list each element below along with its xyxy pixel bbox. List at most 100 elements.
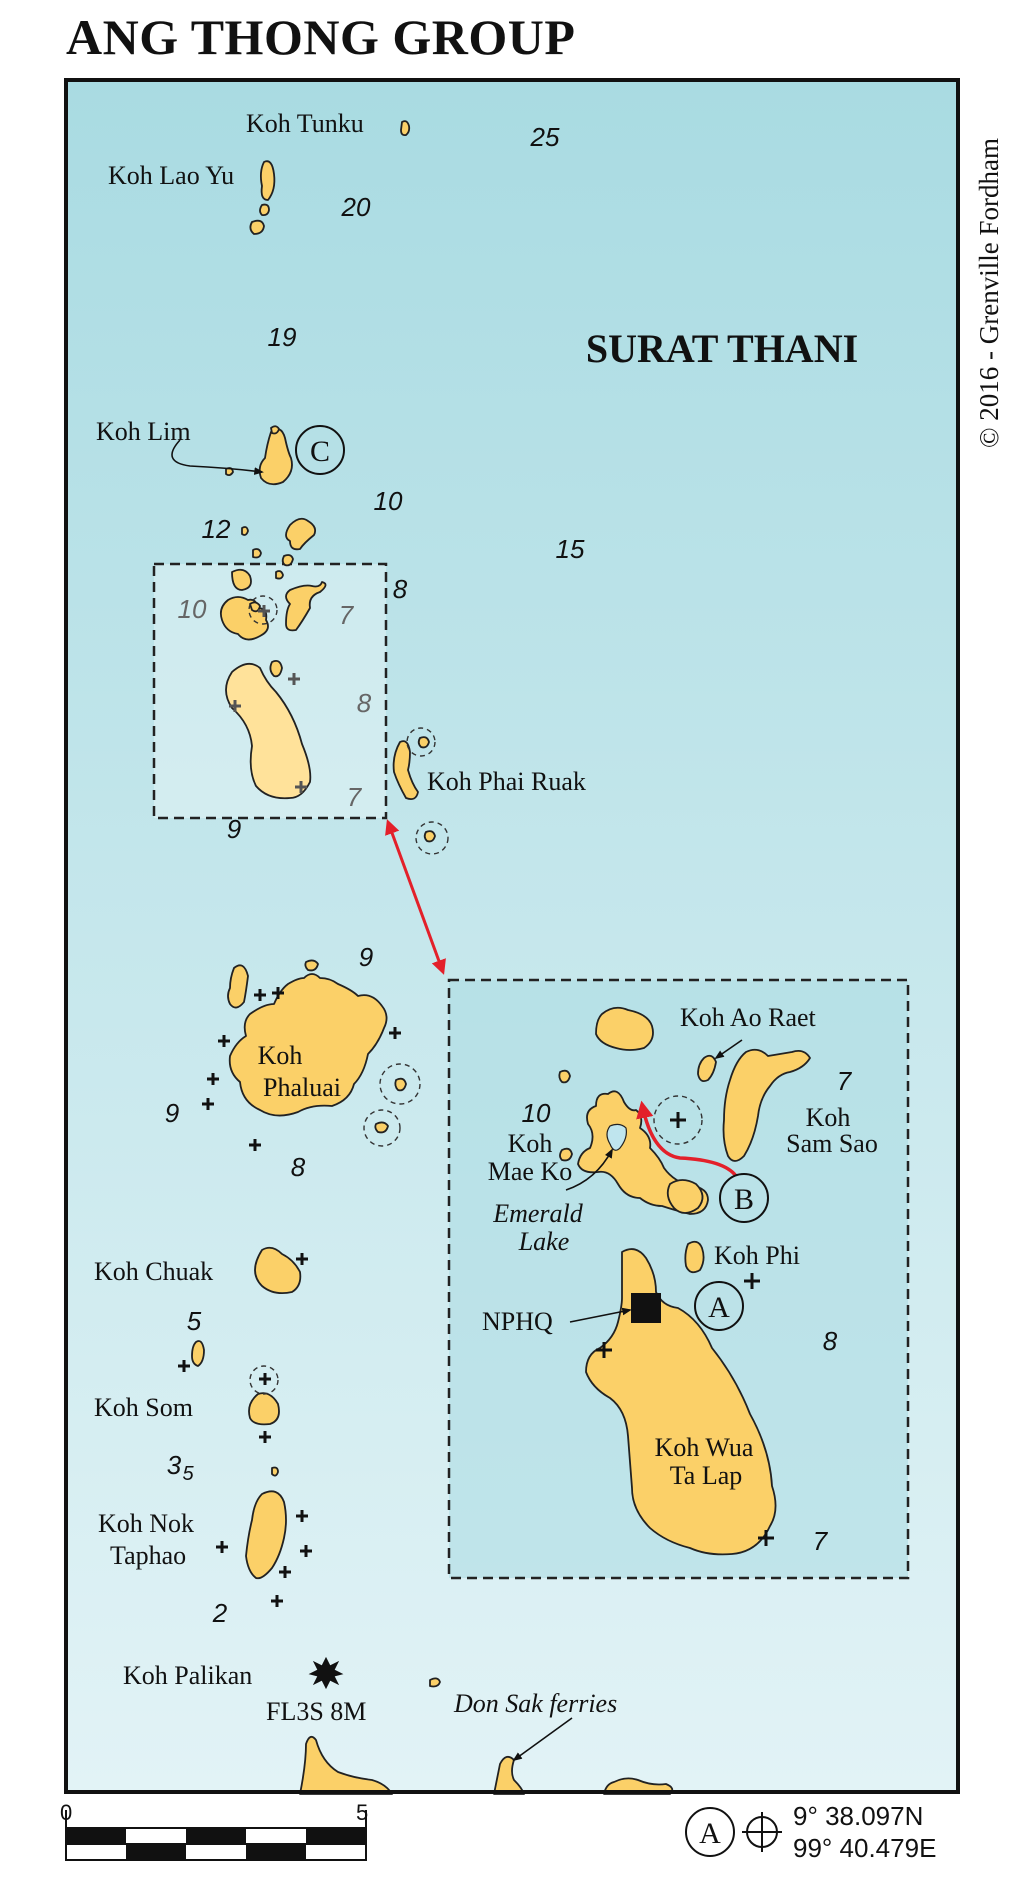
island-koh-phai-ruak: [392, 740, 419, 801]
depth-sounding: 7: [813, 1526, 829, 1556]
scale-bar: [65, 1810, 367, 1861]
rock-marker: [216, 1541, 228, 1553]
island-lim-islet-5: [252, 548, 262, 559]
island-koh-phaluai-north: [227, 964, 249, 1009]
copyright-text: © 2016 - Grenville Fordham: [974, 138, 1004, 448]
depth-sounding: 7: [837, 1066, 853, 1096]
legend-anchorage-circle: [685, 1807, 735, 1857]
island-koh-ao-raet-west: [595, 1006, 654, 1051]
depth-sounding: 8: [823, 1326, 838, 1356]
rock-marker: [271, 1595, 283, 1607]
island-koh-nok-taphao: [245, 1490, 287, 1580]
inset-box-north: [152, 562, 388, 820]
dashed-islet-circle-6: [653, 1095, 703, 1145]
island-lao-yu-islet-2: [249, 219, 265, 235]
label-koh-nok-taphao-2: Taphao: [110, 1541, 186, 1570]
label-koh-phaluai-1: Koh: [258, 1041, 303, 1070]
rock-marker: [258, 605, 270, 617]
depth-sounding: 15: [556, 534, 585, 564]
label-surat-thani: SURAT THANI: [586, 326, 858, 371]
rock-marker: [296, 1253, 308, 1265]
label-koh-ao-raet: Koh Ao Raet: [680, 1003, 817, 1032]
rock-marker: [207, 1073, 219, 1085]
island-mae-ko-east: [666, 1179, 704, 1214]
label-koh-phai-ruak: Koh Phai Ruak: [427, 767, 586, 796]
map-frame: [64, 78, 960, 1794]
depth-sounding: 9: [165, 1098, 179, 1128]
legend-anchorage-letter: A: [699, 1817, 721, 1850]
leader-nphq: [569, 1307, 632, 1323]
island-lim-islet-7: [275, 570, 284, 580]
label-koh-som: Koh Som: [94, 1393, 193, 1422]
depth-sounding-inset: 10: [178, 594, 207, 624]
island-mae-ko-islet: [559, 1147, 573, 1162]
rock-marker: [758, 1530, 774, 1546]
label-nphq: NPHQ: [482, 1307, 553, 1336]
copyright-vertical: © 2016 - Grenville Fordham: [974, 138, 1004, 448]
island-north-inset-main: [225, 662, 312, 800]
anchorage-b-letter: B: [734, 1183, 754, 1216]
scale-start-label: 0: [60, 1800, 73, 1825]
label-koh-wua-ta-lap-1: Koh Wua: [655, 1433, 754, 1462]
island-phaluai-islet-1: [304, 959, 319, 972]
dashed-islet-circle-4: [363, 1109, 401, 1147]
legend-latitude: 9° 38.097N: [793, 1801, 924, 1831]
depth-sounding: 2: [212, 1598, 228, 1628]
leader-don-sak: [512, 1717, 573, 1762]
label-koh-wua-ta-lap-2: Ta Lap: [670, 1461, 743, 1490]
rock-marker: [296, 1510, 308, 1522]
label-koh-tunku: Koh Tunku: [246, 109, 364, 138]
anchorage-c-circle: [295, 425, 345, 475]
depth-sounding: 8: [393, 574, 408, 604]
depth-sounding-inset: 8: [357, 688, 372, 718]
depth-sounding: 9: [359, 942, 373, 972]
rock-marker: [288, 673, 300, 685]
rock-marker: [295, 781, 307, 793]
dashed-islet-circle-5: [249, 1365, 279, 1395]
label-koh-mae-ko-1: Koh: [508, 1129, 553, 1158]
rock-marker: [389, 1027, 401, 1039]
island-lim-islet-4: [241, 526, 249, 536]
anchorage-b-circle: [719, 1173, 769, 1223]
label-koh-mae-ko-2: Mae Ko: [488, 1157, 572, 1186]
label-koh-nok-taphao-1: Koh Nok: [98, 1509, 194, 1538]
island-koh-phi: [684, 1240, 705, 1274]
island-lim-islet-3: [285, 517, 317, 551]
leader-emerald-lake: [565, 1148, 613, 1191]
island-koh-som: [248, 1392, 280, 1426]
island-koh-chuak: [254, 1246, 302, 1295]
depth-sounding: 10: [374, 486, 403, 516]
island-north-inset-5: [269, 659, 283, 678]
island-lim-islet-1: [270, 425, 280, 435]
rock-marker: [259, 1431, 271, 1443]
island-koh-tunku: [400, 120, 411, 137]
island-som-south-islet: [271, 1466, 279, 1477]
depth-sounding: 19: [268, 322, 297, 352]
island-koh-sam-sao: [722, 1048, 811, 1162]
island-koh-phaluai: [228, 973, 388, 1117]
island-north-inset-4: [249, 601, 261, 613]
depth-sounding: 10: [522, 1098, 551, 1128]
leader-koh-lim: [171, 439, 264, 475]
inset-box-main-border: [447, 978, 910, 1580]
label-koh-lim: Koh Lim: [96, 417, 191, 446]
depth-sounding: 20: [341, 192, 371, 222]
label-koh-phaluai-2: Phaluai: [263, 1073, 341, 1102]
depth-sounding: 9: [227, 814, 241, 844]
route-arrow-between-insets: [385, 819, 446, 975]
rock-marker: [178, 1360, 190, 1372]
depth-sounding: 3: [167, 1450, 182, 1480]
rock-marker: [249, 1139, 261, 1151]
label-koh-palikan: Koh Palikan: [123, 1661, 252, 1690]
dashed-islet-circle-1: [406, 727, 436, 757]
rock-marker: [596, 1342, 612, 1358]
crosshair-icon: [742, 1812, 782, 1852]
map-title: ANG THONG GROUP: [66, 9, 576, 65]
label-koh-sam-sao-2: Sam Sao: [786, 1129, 878, 1158]
island-phai-ruak-islet-1: [417, 736, 430, 749]
island-koh-lim: [258, 428, 293, 486]
rock-marker: [744, 1273, 760, 1289]
rock-marker: [229, 700, 241, 712]
depth-sounding: 25: [530, 122, 560, 152]
